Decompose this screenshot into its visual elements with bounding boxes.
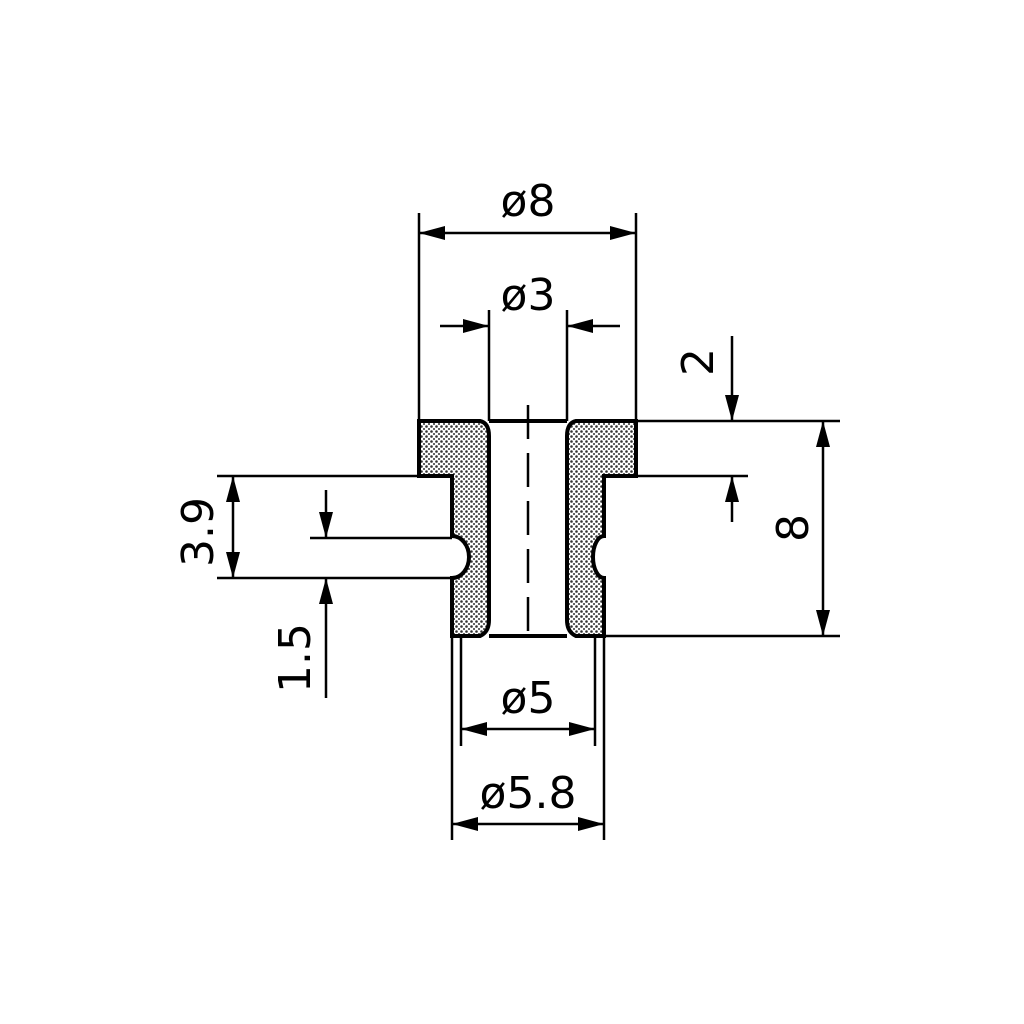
dimension-outer-diameter: ø8: [417, 176, 638, 421]
dimension-flange-thickness: 2: [604, 336, 840, 522]
dimension-bore-diameter: ø3: [440, 270, 620, 421]
dimension-total-height: 8: [604, 421, 840, 638]
label-groove-width: 1.5: [270, 623, 321, 693]
label-bore-diameter: ø3: [501, 270, 556, 321]
dimension-groove-diameter: ø5: [459, 636, 597, 746]
dimension-groove-position: 3.9: [173, 474, 452, 580]
label-outer-diameter: ø8: [501, 176, 556, 227]
label-flange-thickness: 2: [673, 348, 724, 376]
dimension-body-diameter: ø5.8: [450, 636, 606, 840]
section-right-half: [565, 419, 638, 638]
label-body-diameter: ø5.8: [480, 768, 577, 819]
label-groove-diameter: ø5: [501, 673, 556, 724]
section-left-half: [417, 419, 491, 638]
dimension-groove-width: 1.5: [270, 490, 452, 698]
label-total-height: 8: [768, 514, 819, 542]
label-groove-position: 3.9: [173, 497, 224, 567]
